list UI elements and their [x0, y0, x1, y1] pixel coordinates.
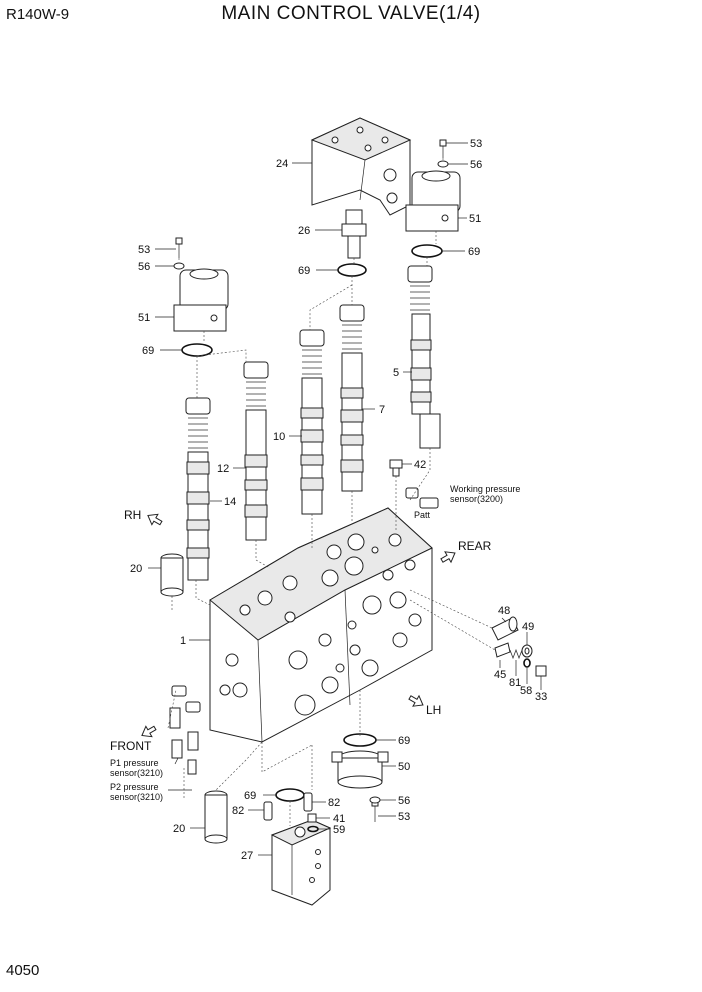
callout-12: 12 — [217, 463, 229, 475]
note-labels: Working pressure sensor(3200) Patt P1 pr… — [110, 484, 520, 802]
direction-lh: LH — [426, 703, 441, 717]
page-title: MAIN CONTROL VALVE(1/4) — [221, 3, 481, 24]
callout-27: 27 — [241, 850, 253, 862]
spool-part-14 — [185, 397, 211, 581]
callout-24: 24 — [276, 158, 288, 170]
plug-part-42 — [389, 459, 403, 477]
leader-lines — [148, 142, 542, 856]
washer-part-49 — [521, 644, 533, 658]
arrow-rear-icon — [440, 551, 456, 564]
spool-part-10 — [299, 329, 325, 515]
plug-part-48 — [491, 616, 519, 641]
callout-56-lower: 56 — [398, 795, 410, 807]
poppet-part-45 — [494, 642, 511, 658]
cover-part-24 — [310, 117, 412, 216]
page-number: 4050 — [6, 962, 40, 979]
spool-part-12 — [243, 361, 269, 541]
callout-42: 42 — [414, 459, 426, 471]
callout-56-left: 56 — [138, 261, 150, 273]
callout-26: 26 — [298, 225, 310, 237]
spring-part-81 — [509, 648, 523, 660]
direction-rh: RH — [124, 508, 141, 522]
callout-69-left: 69 — [142, 345, 154, 357]
callout-69-center: 69 — [298, 265, 310, 277]
valve-body-part-1 — [209, 507, 433, 743]
callout-labels: 1 5 7 10 12 14 20 20 24 26 27 33 41 42 4… — [130, 138, 547, 862]
callout-41: 41 — [333, 813, 345, 825]
callout-45: 45 — [494, 669, 506, 681]
cap-part-51-right — [405, 170, 461, 232]
plug-part-41 — [307, 813, 317, 823]
callout-48: 48 — [498, 605, 510, 617]
plug-part-33 — [535, 665, 547, 677]
cap-part-50 — [331, 750, 389, 789]
callout-7: 7 — [379, 404, 385, 416]
pressure-sensor-fitting-right — [405, 487, 439, 509]
arrow-lh-icon — [408, 694, 424, 707]
note-p2-line1: P2 pressure — [110, 782, 159, 792]
block-part-27 — [270, 819, 332, 906]
callout-20-lower: 20 — [173, 823, 185, 835]
note-working-pressure-line1: Working pressure — [450, 484, 520, 494]
callout-69-right: 69 — [468, 246, 480, 258]
callout-49: 49 — [522, 621, 534, 633]
spool-part-5 — [407, 265, 441, 449]
callout-20-upper: 20 — [130, 563, 142, 575]
callout-14: 14 — [224, 496, 236, 508]
callout-53-lower: 53 — [398, 811, 410, 823]
plug-part-20-upper — [160, 553, 184, 597]
callout-50: 50 — [398, 761, 410, 773]
callout-69-lower-right: 69 — [398, 735, 410, 747]
callout-82-right: 82 — [328, 797, 340, 809]
arrow-front-icon — [141, 725, 157, 738]
pressure-sensor-fitting-front — [169, 685, 201, 775]
callout-5: 5 — [393, 367, 399, 379]
pin-part-82 — [263, 792, 313, 821]
direction-labels: RH REAR LH FRONT — [110, 508, 492, 753]
note-p2-line2: sensor(3210) — [110, 792, 163, 802]
spool-end-part-26 — [341, 209, 367, 259]
direction-rear: REAR — [458, 539, 492, 553]
arrow-rh-icon — [147, 513, 163, 526]
callout-59: 59 — [333, 824, 345, 836]
callout-56-right: 56 — [470, 159, 482, 171]
cap-part-51-left — [173, 268, 229, 332]
callout-53-left: 53 — [138, 244, 150, 256]
callout-69-lower-left: 69 — [244, 790, 256, 802]
callout-1: 1 — [180, 635, 186, 647]
note-p1-line1: P1 pressure — [110, 758, 159, 768]
callout-81: 81 — [509, 677, 521, 689]
callout-51-right: 51 — [469, 213, 481, 225]
callout-10: 10 — [273, 431, 285, 443]
model-name: R140W-9 — [6, 6, 70, 23]
plug-part-20-lower — [204, 790, 228, 844]
callout-58: 58 — [520, 685, 532, 697]
note-patt: Patt — [414, 510, 431, 520]
note-p1-line2: sensor(3210) — [110, 768, 163, 778]
direction-front: FRONT — [110, 739, 152, 753]
callout-53-right: 53 — [470, 138, 482, 150]
assembly-lines — [167, 158, 496, 826]
note-working-pressure-line2: sensor(3200) — [450, 494, 503, 504]
callout-82-left: 82 — [232, 805, 244, 817]
o-ring-part-58 — [523, 658, 531, 668]
callout-33: 33 — [535, 691, 547, 703]
spool-part-7 — [339, 304, 365, 492]
callout-51-left: 51 — [138, 312, 150, 324]
